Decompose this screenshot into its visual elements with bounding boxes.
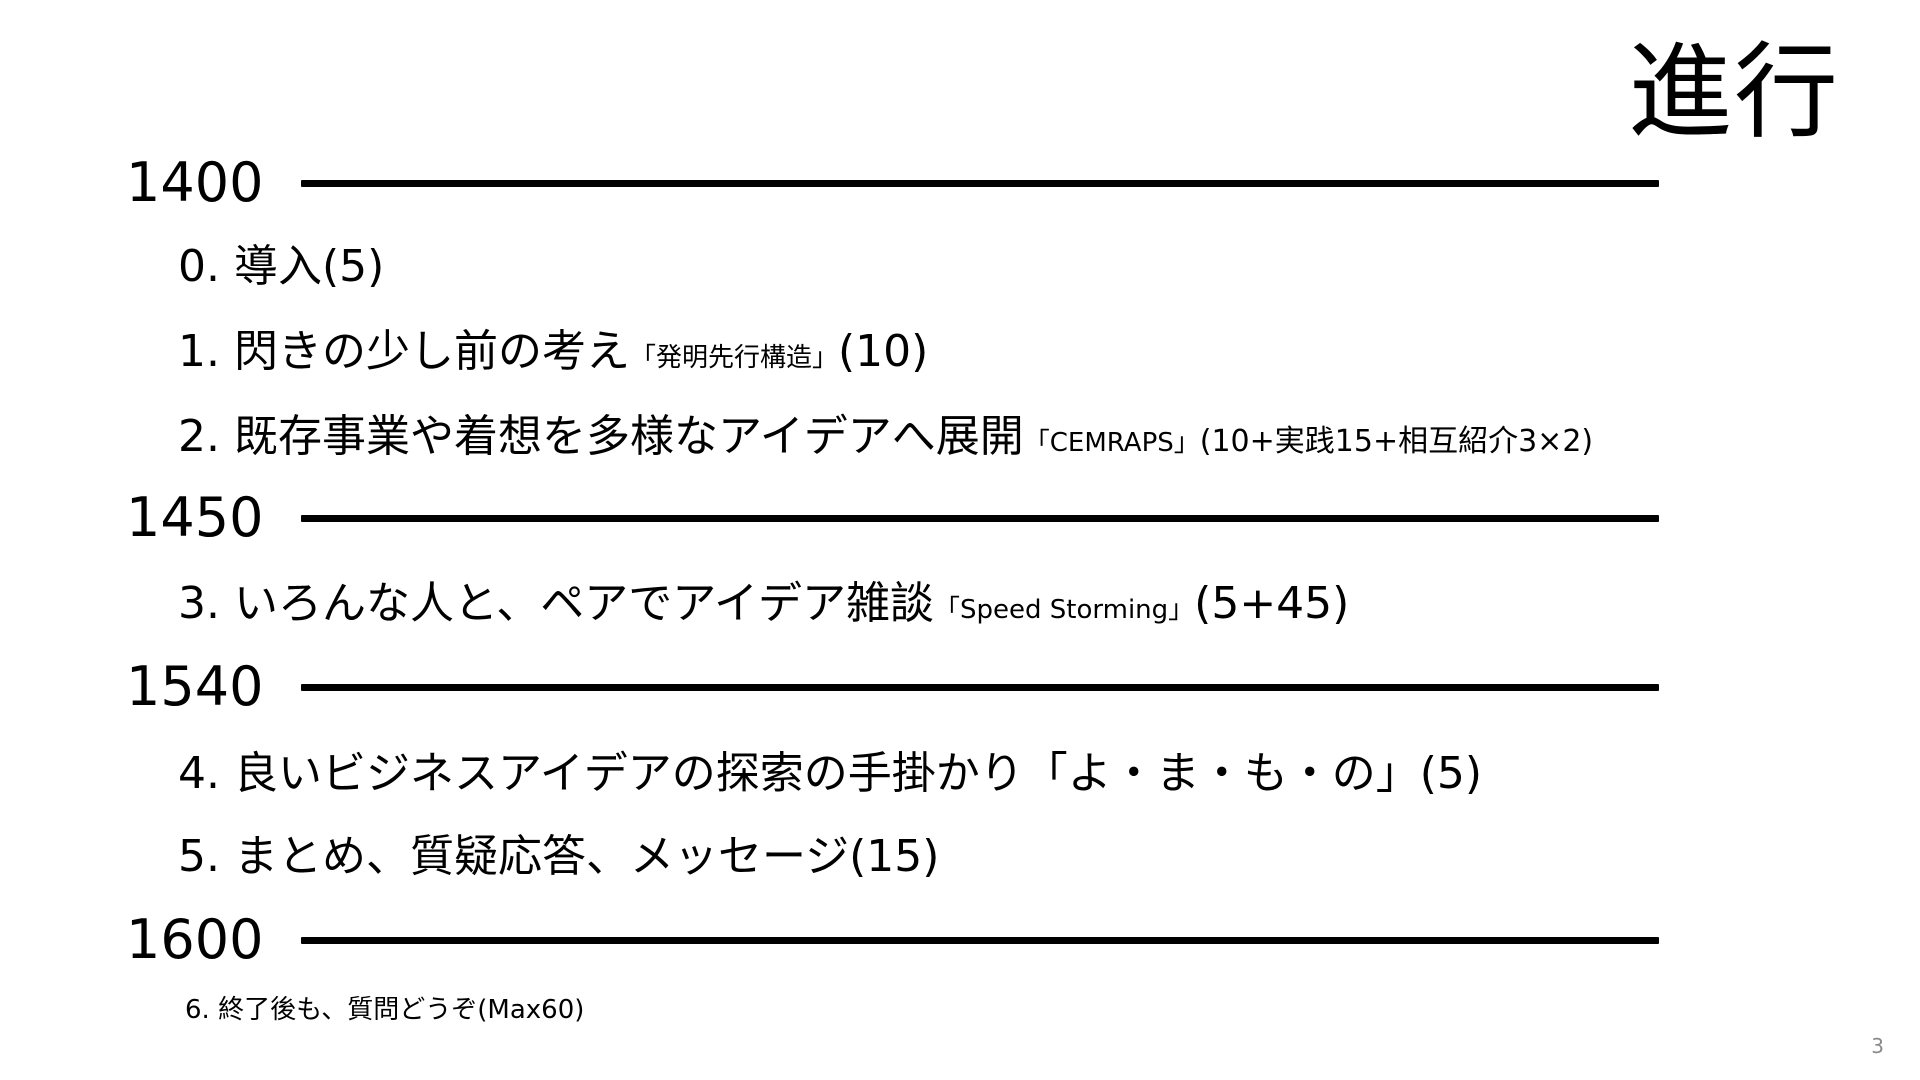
agenda-item-note: 「CEMRAPS」 <box>1023 428 1200 458</box>
time-label: 1450 <box>126 486 264 549</box>
time-divider <box>301 936 1659 944</box>
time-divider <box>301 179 1659 187</box>
agenda-item-note: 「発明先行構造」 <box>629 343 838 373</box>
time-label: 1600 <box>126 908 264 971</box>
agenda-item-0: 0. 導入(5) <box>178 245 384 289</box>
time-row-1600: 1600 <box>126 905 1659 975</box>
time-row-1400: 1400 <box>126 148 1659 218</box>
agenda-item-text: 4. 良いビジネスアイデアの探索の手掛かり「よ・ま・も・の」(5) <box>178 748 1483 799</box>
agenda-item-text: 5. まとめ、質疑応答、メッセージ(15) <box>178 831 940 882</box>
agenda-item-1: 1. 閃きの少し前の考え「発明先行構造」(10) <box>178 330 928 374</box>
agenda-item-text: 3. いろんな人と、ペアでアイデア雑談 <box>178 578 935 629</box>
time-row-1450: 1450 <box>126 483 1659 553</box>
time-divider <box>301 683 1659 691</box>
page-number: 3 <box>1871 1034 1884 1058</box>
after-session-note: 6. 終了後も、質問どうぞ(Max60) <box>185 995 585 1025</box>
agenda-item-2: 2. 既存事業や着想を多様なアイデアへ展開「CEMRAPS」(10+実践15+相… <box>178 415 1593 459</box>
time-label: 1540 <box>126 655 264 718</box>
agenda-item-5: 5. まとめ、質疑応答、メッセージ(15) <box>178 835 939 879</box>
slide-title: 進行 <box>1627 31 1840 153</box>
agenda-item-note: 「Speed Storming」 <box>934 595 1195 625</box>
agenda-item-text: 1. 閃きの少し前の考え <box>178 326 630 377</box>
time-row-1540: 1540 <box>126 652 1659 722</box>
agenda-item-duration: (10) <box>837 326 929 377</box>
agenda-item-3: 3. いろんな人と、ペアでアイデア雑談「Speed Storming」(5+45… <box>178 582 1349 626</box>
agenda-item-text: 0. 導入(5) <box>178 241 385 292</box>
agenda-item-duration: (10+実践15+相互紹介3×2) <box>1199 424 1594 459</box>
time-divider <box>301 514 1659 522</box>
agenda-item-text: 2. 既存事業や着想を多様なアイデアへ展開 <box>178 411 1024 462</box>
agenda-item-4: 4. 良いビジネスアイデアの探索の手掛かり「よ・ま・も・の」(5) <box>178 752 1482 796</box>
agenda-item-duration: (5+45) <box>1194 578 1350 629</box>
time-label: 1400 <box>126 151 264 214</box>
